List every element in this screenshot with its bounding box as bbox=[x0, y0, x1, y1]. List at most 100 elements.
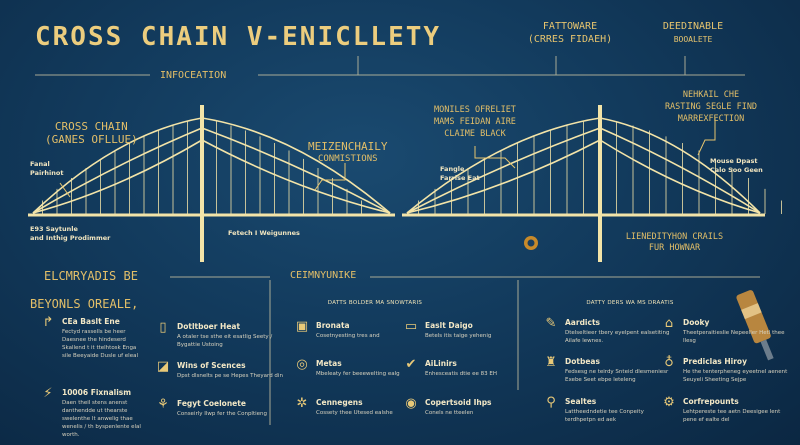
feature-desc: Daen theil stens anenst danthendde ut th… bbox=[62, 400, 141, 438]
header-label-1: FATTOWARE (CRRES FIDAEH) bbox=[515, 20, 625, 46]
feature-desc: Theetperaitieslie Nepeeller Hetl thee Il… bbox=[683, 330, 785, 344]
label-line: E93 Saytunle bbox=[30, 225, 78, 233]
header-line: (CRRES FIDAEH) bbox=[527, 34, 613, 45]
section-title: ELCMRYADIS BE bbox=[44, 269, 138, 283]
feature-icon: ♜ bbox=[545, 355, 557, 370]
feature-desc: Cossety thee Utesed ealshe bbox=[316, 410, 393, 416]
label-line: FUR HOWNAR bbox=[648, 243, 701, 253]
annotation: MONILES OFRELIET MAMS FEIDAN AIRE CLAIME B… bbox=[420, 104, 530, 140]
feature-title: Sealtes bbox=[565, 397, 597, 406]
label-line: MAMS FEIDAN AIRE bbox=[434, 117, 516, 127]
feature-desc: Enhesceatis dtie ee 83 EH bbox=[425, 371, 497, 377]
feature-title: Corfrepounts bbox=[683, 397, 739, 406]
feature-desc: Cosetnyesting tres and bbox=[316, 333, 380, 339]
bridge-cable bbox=[201, 139, 391, 214]
label-line: MARREXFECTION bbox=[677, 114, 745, 124]
label-line: Fangle bbox=[440, 165, 465, 173]
cross-chain-label: CROSS CHAIN(GANES OFLLUE) bbox=[45, 120, 138, 146]
label-line: and Inthig Prodimmer bbox=[30, 234, 111, 242]
annotation: Fetech I Weigunnes bbox=[228, 229, 300, 237]
label-line: Calo Soo Geen bbox=[710, 166, 763, 174]
emblem-icon bbox=[524, 236, 538, 250]
header-line: BOOALETE bbox=[673, 35, 713, 44]
feature-desc: Dpst dlsnelts pe se Hepes Theyard din bbox=[177, 373, 283, 379]
feature-icon: ⚡ bbox=[43, 386, 53, 401]
section-subtitle: DATTY DERS WA MS DRAATIS bbox=[586, 300, 674, 306]
label-line: MEIZENCHAILY bbox=[308, 140, 388, 153]
feature-desc: Conseirly Ilwp fer the Conpltieng bbox=[177, 411, 268, 417]
bridge-cable bbox=[406, 117, 601, 214]
feature-title: Bronata bbox=[316, 321, 350, 330]
label-line: CONMISTIONS bbox=[317, 154, 378, 164]
label-line: MONILES OFRELIET bbox=[434, 105, 516, 115]
label-line: Fanal bbox=[30, 160, 50, 168]
feature-desc: Dtelseltieer tbery eyelpent ealsetiting … bbox=[565, 330, 670, 344]
feature-title: AiLinirs bbox=[425, 359, 457, 368]
feature-desc: Lehtpereste tee aetn Deesigee lent pene … bbox=[683, 409, 781, 423]
feature-icon: ↱ bbox=[42, 315, 54, 330]
feature-title: Dotltboer Heat bbox=[177, 322, 241, 331]
bridge-cable bbox=[201, 127, 391, 214]
section-subtitle: BEYONLS OREALE, bbox=[30, 297, 139, 311]
feature-title: Prediclas Hiroy bbox=[683, 357, 747, 366]
label-line: NEHKAIL CHE bbox=[682, 90, 740, 100]
label-line: (GANES OFLLUE) bbox=[45, 133, 138, 146]
feature-desc: Fectyd rassells be heer Daesnee the hind… bbox=[62, 329, 138, 359]
feature-icon: ⌂ bbox=[664, 316, 674, 331]
feature-icon: ◎ bbox=[296, 357, 308, 372]
feature-title: Wins of Scences bbox=[177, 361, 246, 370]
divider-label: INFOCEATION bbox=[160, 70, 227, 81]
feature-title: Cennegens bbox=[316, 398, 363, 407]
feature-desc: Betels itis taige yehenig bbox=[425, 333, 492, 339]
feature-title: Metas bbox=[316, 359, 342, 368]
label-line: LIENEDITYHON CRAILS bbox=[625, 232, 724, 242]
bridge-cable bbox=[32, 117, 203, 214]
feature-desc: Lattheedndetie tee Conpeity terdhpetpn e… bbox=[565, 409, 644, 423]
feature-icon: ⚙ bbox=[663, 395, 675, 410]
feature-desc: Conels ne tteelen bbox=[425, 410, 474, 416]
feature-desc: Mbeleaty fer beeewelting ealg bbox=[316, 371, 400, 377]
bridge-cable bbox=[406, 127, 601, 214]
page-title: CROSS CHAIN V-ENICLLETY bbox=[35, 22, 442, 52]
feature-desc: Fedsesg ne teirdy Snteid dlesmeniesr Exe… bbox=[565, 369, 669, 383]
bridge-cable bbox=[599, 139, 761, 214]
label-line: Pairhinot bbox=[30, 169, 64, 177]
feature-icon: ⚘ bbox=[157, 397, 169, 412]
feature-title: Dotbeas bbox=[565, 357, 600, 366]
section-subtitle: DATTS BOLDER MA SNOWTARIS bbox=[327, 300, 423, 306]
feature-icon: ▭ bbox=[404, 319, 418, 334]
feature-icon: ▣ bbox=[295, 319, 309, 334]
feature-icon: ♁ bbox=[664, 355, 674, 370]
label-line: CLAIME BLACK bbox=[444, 129, 506, 139]
label-line: RASTING SEGLE FIND bbox=[664, 102, 758, 112]
feature-icon: ⚲ bbox=[546, 395, 556, 410]
feature-title: CEa Baslt Ene bbox=[62, 317, 120, 326]
header-line: FATTOWARE bbox=[542, 21, 598, 32]
bridge-cable bbox=[599, 117, 761, 214]
feature-desc: A otaler tse sthe eit esatlig Seety / By… bbox=[177, 334, 273, 348]
feature-icon: ◉ bbox=[405, 396, 417, 411]
feature-title: 10006 Fixnalism bbox=[62, 388, 132, 397]
feature-desc: He the tenterpheneg eyeetnel aenent Seuy… bbox=[683, 369, 788, 383]
